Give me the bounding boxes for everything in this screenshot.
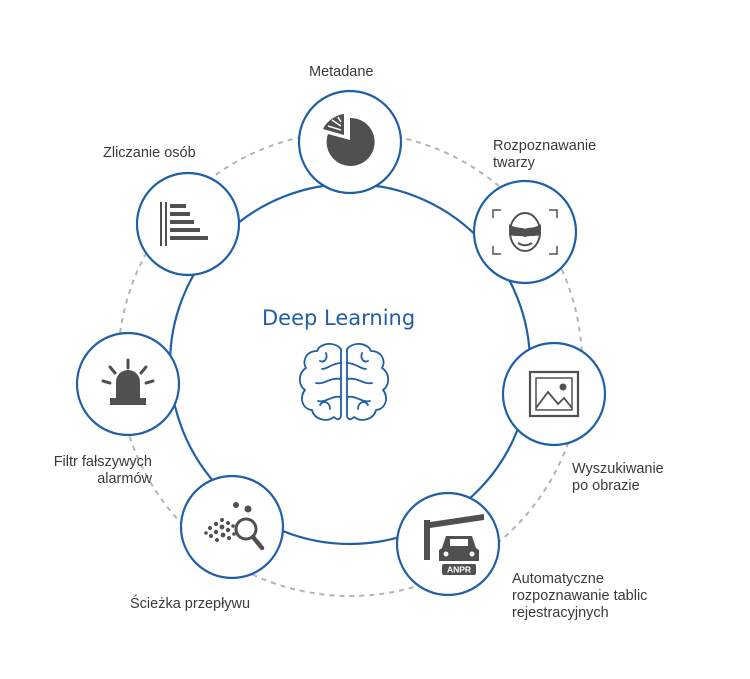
label-line: Zliczanie osób: [103, 145, 196, 161]
node-flow-path: [179, 474, 285, 580]
label-anpr: Automatyczne rozpoznawanie tablic rejest…: [512, 571, 647, 622]
node-false-alarm-filter: [75, 331, 181, 437]
label-image-search: Wyszukiwanie po obrazie: [572, 461, 664, 495]
label-line: Filtr fałszywych: [53, 454, 152, 470]
label-metadane: Metadane: [309, 64, 374, 81]
label-line: rejestracyjnych: [512, 605, 609, 621]
label-line: Wyszukiwanie: [572, 461, 664, 477]
label-line: po obrazie: [572, 478, 640, 494]
flow-path-icon: [204, 502, 265, 551]
node-anpr: ANPR: [395, 491, 501, 597]
brain-icon: [298, 343, 390, 421]
image-search-icon: [528, 370, 580, 418]
face-recognition-icon: [492, 209, 558, 255]
people-counting-icon: [160, 202, 208, 246]
label-face-recognition: Rozpoznawanie twarzy: [493, 138, 596, 172]
label-line: Rozpoznawanie: [493, 138, 597, 154]
anpr-car-icon: ANPR: [424, 514, 484, 575]
alarm-beacon-icon: [101, 358, 155, 405]
label-line: rozpoznawanie tablic: [512, 588, 648, 604]
label-line: alarmów: [97, 471, 152, 487]
label-line: Metadane: [309, 64, 374, 80]
center-title: Deep Learning: [262, 306, 416, 330]
label-line: Automatyczne: [512, 571, 604, 587]
pie-chart-icon: [323, 114, 375, 166]
label-false-alarm-filter: Filtr fałszywych alarmów: [28, 454, 152, 488]
node-image-search: [501, 341, 607, 447]
label-people-counting: Zliczanie osób: [103, 145, 196, 162]
label-line: Ścieżka przepływu: [130, 596, 251, 612]
node-people-counting: [135, 171, 241, 277]
label-line: twarzy: [493, 155, 535, 171]
label-flow-path: Ścieżka przepływu: [130, 596, 250, 613]
anpr-badge: ANPR: [447, 565, 471, 575]
node-face-recognition: [472, 179, 578, 285]
node-metadane: [297, 89, 403, 195]
